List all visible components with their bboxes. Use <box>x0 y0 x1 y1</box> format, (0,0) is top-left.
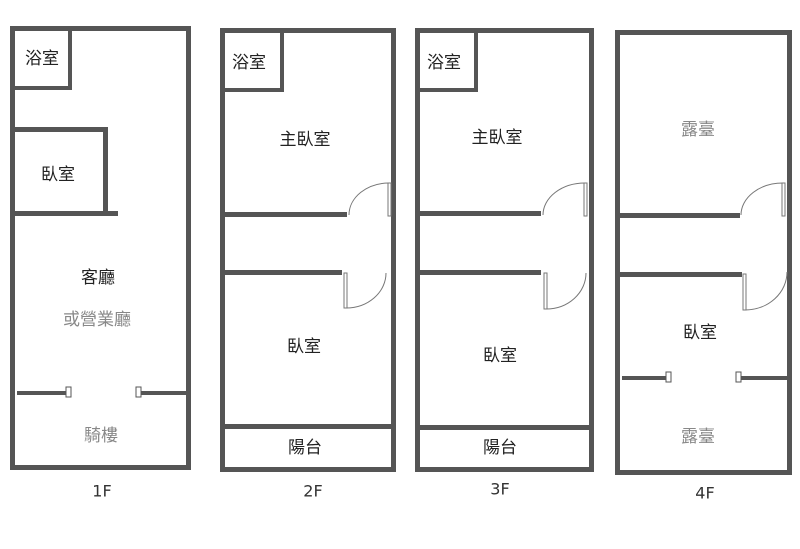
outer-wall-top <box>10 26 191 31</box>
outer-wall-bottom <box>415 467 594 472</box>
door-leaf[interactable] <box>742 273 747 311</box>
room-label-arcade: 騎樓 <box>84 426 118 446</box>
room-label-bathroom: 浴室 <box>427 53 461 73</box>
room-label-bedroom: 臥室 <box>483 346 517 366</box>
room-label-bathroom: 浴室 <box>232 53 266 73</box>
column-post <box>665 371 672 383</box>
column-post <box>735 371 742 383</box>
room-label-bedroom: 臥室 <box>683 323 717 343</box>
door-swing-arc <box>545 272 587 310</box>
bedroom-wall <box>103 127 108 215</box>
door-leaf[interactable] <box>583 182 588 217</box>
arcade-wall <box>17 391 66 395</box>
outer-wall-top <box>415 28 594 33</box>
bedroom-wall <box>12 127 108 132</box>
bedroom-wall <box>12 211 118 216</box>
column-post <box>135 386 142 398</box>
bathroom-wall <box>222 88 284 92</box>
door-leaf[interactable] <box>387 182 392 217</box>
floor-1f-plan: 浴室 臥室 客廳 或營業廳 騎樓 1F <box>10 26 191 501</box>
column-post <box>65 386 72 398</box>
door-swing-arc <box>740 182 784 216</box>
outer-wall-left <box>10 26 15 470</box>
door-leaf[interactable] <box>543 272 548 310</box>
room-label-bedroom: 臥室 <box>41 165 75 185</box>
floor-label-2f: 2F <box>303 482 322 501</box>
room-label-balcony: 陽台 <box>288 438 322 458</box>
bathroom-wall <box>280 33 284 92</box>
partition-wall <box>617 272 742 277</box>
room-label-terrace: 露臺 <box>681 120 715 140</box>
bathroom-wall <box>12 86 72 90</box>
floor-2f-plan: 浴室 主臥室 臥室 陽台 2F <box>220 28 396 501</box>
room-label-business-hall: 或營業廳 <box>63 310 131 330</box>
outer-wall-right <box>787 30 792 475</box>
outer-wall-left <box>415 28 420 472</box>
floor-label-1f: 1F <box>92 482 111 501</box>
floor-label-3f: 3F <box>490 480 509 499</box>
door-swing-arc <box>744 271 788 311</box>
room-label-bathroom: 浴室 <box>25 49 59 69</box>
room-label-terrace: 露臺 <box>681 427 715 447</box>
partition-wall <box>222 270 342 275</box>
room-label-balcony: 陽台 <box>483 438 517 458</box>
floor-label-4f: 4F <box>695 484 714 503</box>
bathroom-wall <box>417 88 478 92</box>
outer-wall-right <box>391 28 396 472</box>
outer-wall-right <box>186 26 191 470</box>
partition-wall <box>222 212 347 217</box>
floor-4f-plan: 露臺 臥室 露臺 4F <box>615 30 792 503</box>
balcony-wall <box>222 424 394 429</box>
room-label-master-bedroom: 主臥室 <box>280 130 331 150</box>
outer-wall-bottom <box>10 465 191 470</box>
door-swing-arc <box>348 182 390 216</box>
bathroom-wall <box>68 31 72 90</box>
arcade-wall <box>141 391 188 395</box>
balcony-wall <box>417 425 591 430</box>
outer-wall-bottom <box>220 467 396 472</box>
bathroom-wall <box>474 33 478 92</box>
partition-wall <box>417 211 541 216</box>
room-label-bedroom: 臥室 <box>287 337 321 357</box>
outer-wall-top <box>615 30 792 35</box>
terrace-wall <box>622 376 667 380</box>
room-label-living-room: 客廳 <box>81 268 115 288</box>
door-leaf[interactable] <box>343 272 348 309</box>
door-swing-arc <box>345 272 387 309</box>
partition-wall <box>617 213 740 218</box>
partition-wall <box>417 270 541 275</box>
outer-wall-right <box>589 28 594 472</box>
outer-wall-left <box>220 28 225 472</box>
outer-wall-left <box>615 30 620 475</box>
room-label-master-bedroom: 主臥室 <box>472 128 523 148</box>
terrace-wall <box>741 376 787 380</box>
outer-wall-bottom <box>615 470 792 475</box>
outer-wall-top <box>220 28 396 33</box>
floor-3f-plan: 浴室 主臥室 臥室 陽台 3F <box>415 28 594 499</box>
door-swing-arc <box>542 182 586 216</box>
door-leaf[interactable] <box>781 182 786 217</box>
